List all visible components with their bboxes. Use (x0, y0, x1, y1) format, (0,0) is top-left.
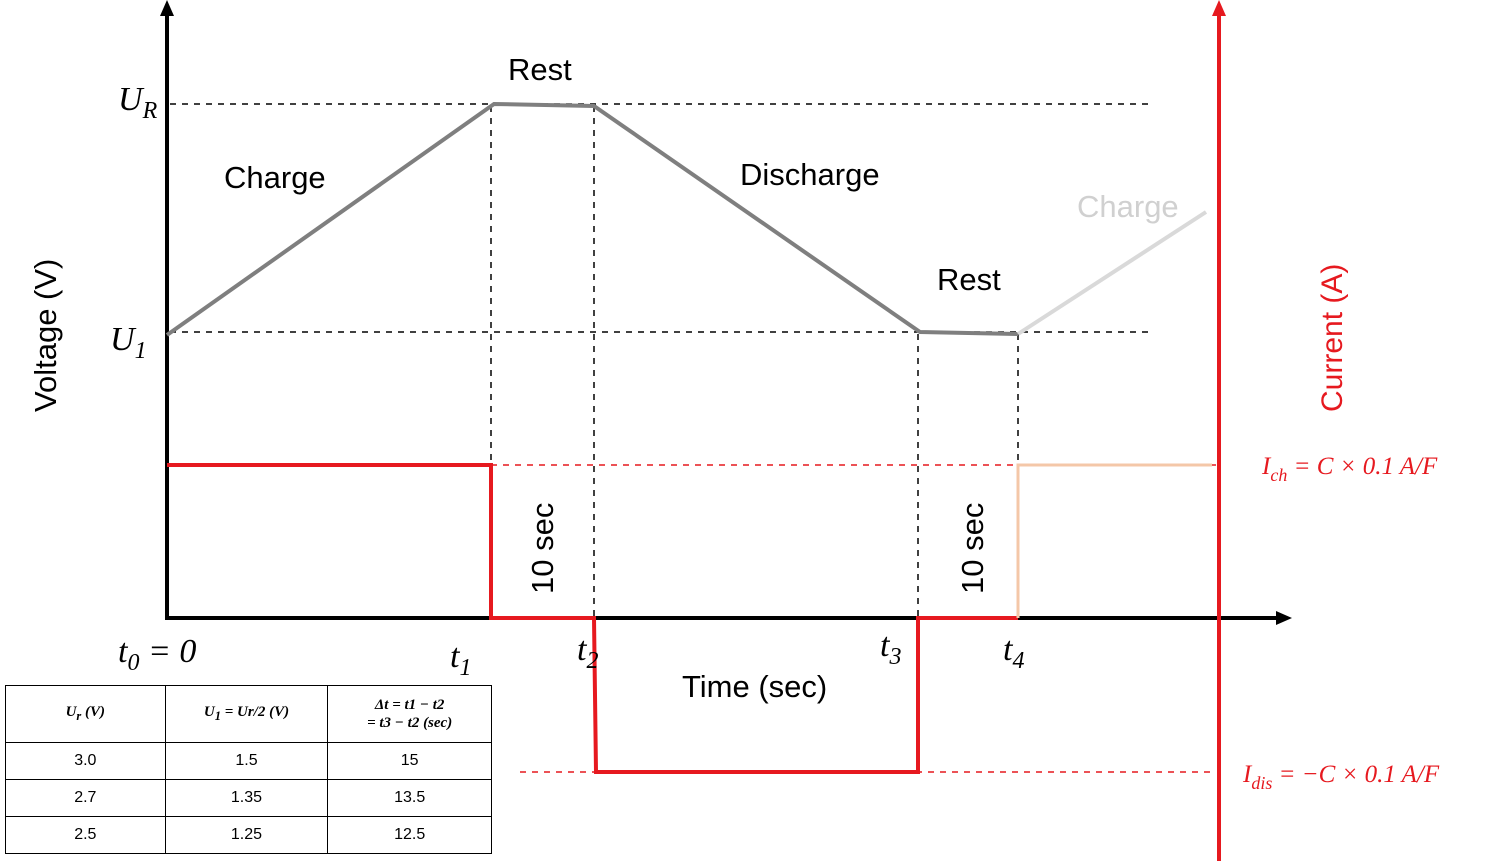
tick-t1: t1 (450, 638, 471, 681)
header-dt: Δt = t1 − t2 = t3 − t2 (sec) (327, 685, 492, 743)
tick-t2: t2 (577, 631, 598, 674)
rest-duration-1: 10 sec (525, 503, 560, 594)
rest-duration-2: 10 sec (955, 503, 990, 594)
time-axis-label: Time (sec) (682, 669, 827, 704)
phase-rest-bottom-label: Rest (937, 262, 1001, 297)
voltage-axis-arrow (160, 0, 174, 16)
voltage-profile-line (165, 101, 1019, 337)
current-profile-line (167, 463, 1018, 774)
current-axis-arrow (1212, 0, 1226, 16)
phase-discharge-label: Discharge (740, 157, 880, 192)
tick-u-1: U1 (110, 321, 147, 364)
table-header-row: Ur (V) U1 = Ur/2 (V) Δt = t1 − t2 = t3 −… (5, 685, 492, 743)
tick-t0: t0 = 0 (118, 633, 196, 676)
tick-u-r: UR (118, 81, 158, 124)
header-u1: U1 = Ur/2 (V) (164, 685, 329, 743)
phase-next-charge-label: Charge (1077, 189, 1179, 224)
discharge-current-label: Idis = −C × 0.1 A/F (1242, 761, 1440, 793)
phase-rest-top-label: Rest (508, 52, 572, 87)
tick-t4: t4 (1003, 631, 1024, 674)
table-row: 2.5 1.25 12.5 (5, 816, 492, 854)
tick-t3: t3 (880, 627, 901, 670)
table-row: 2.7 1.35 13.5 (5, 779, 492, 817)
current-axis-label: Current (A) (1316, 264, 1349, 412)
voltage-next-charge-line (1016, 210, 1208, 336)
phase-charge-label: Charge (224, 160, 326, 195)
header-ur: Ur (V) (5, 685, 166, 743)
table-row: 3.0 1.5 15 (5, 742, 492, 780)
parameter-table: Ur (V) U1 = Ur/2 (V) Δt = t1 − t2 = t3 −… (5, 685, 492, 854)
voltage-axis-label: Voltage (V) (28, 259, 63, 412)
current-next-charge-line (1016, 463, 1212, 618)
charge-current-label: Ich = C × 0.1 A/F (1261, 453, 1438, 485)
time-axis-arrow (1276, 611, 1292, 625)
